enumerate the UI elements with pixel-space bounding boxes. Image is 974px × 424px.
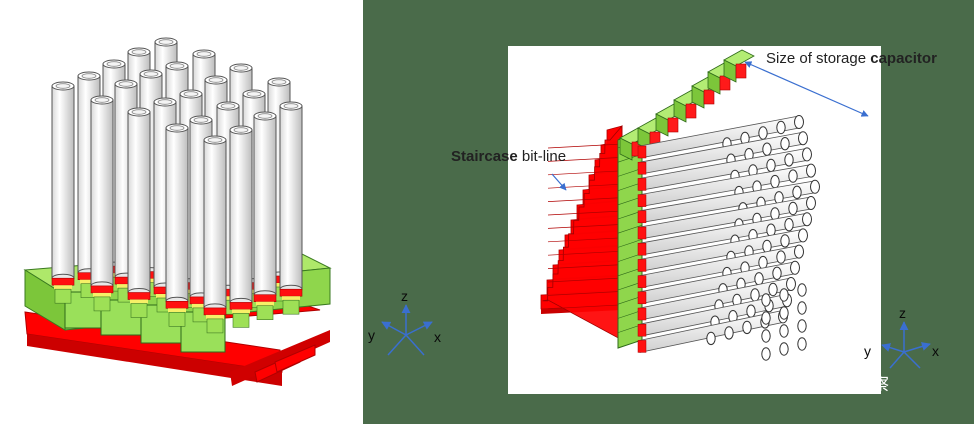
capacitor-size-arrow (744, 61, 869, 117)
capacitor-tube-row (637, 147, 812, 191)
capacitor-label-bold: capacitor (870, 50, 937, 67)
capacitor-tube-row (637, 115, 804, 159)
capacitor-ring-end (779, 288, 789, 302)
capacitor-cylinder (90, 95, 114, 312)
capacitor-tube-row (637, 179, 820, 224)
right-figure-staircase-dram (540, 49, 820, 361)
staircase-bitline-label: Staircase bit-line (451, 148, 566, 165)
watermark: 半导体行业观察 (736, 370, 889, 395)
capacitor-cylinder (229, 125, 253, 328)
left-figure-vertical-dram (23, 37, 332, 386)
capacitor-tube-row (637, 163, 816, 208)
capacitor-ring-end (779, 306, 789, 320)
capacitor-tube-row (637, 293, 792, 337)
green-step-block (723, 49, 755, 83)
capacitor-ring-end (797, 319, 807, 333)
capacitor-ring-end (779, 342, 789, 356)
capacitor-ring-end (797, 337, 807, 351)
capacitor-cylinder (51, 81, 75, 304)
capacitor-ring-end (779, 324, 789, 338)
staircase-label-rest: bit-line (517, 148, 567, 165)
right-axis-gizmo (881, 321, 931, 369)
left-axis-gizmo (381, 304, 433, 356)
capacitor-tube-row (637, 228, 808, 272)
capacitor-tube-row (637, 244, 804, 289)
left-capacitor-cylinders (51, 37, 303, 334)
capacitor-ring-end (761, 347, 771, 361)
left-axis-z-label: z (401, 288, 408, 304)
staircase-pointer-arrow (551, 173, 567, 191)
left-axis-y-label: y (368, 327, 375, 343)
capacitor-cylinder (203, 135, 227, 334)
capacitor-cylinder (253, 111, 277, 321)
wechat-icon (737, 373, 765, 391)
right-axis-x-label: x (932, 343, 939, 359)
capacitor-ring-end (761, 311, 771, 325)
capacitor-cylinder (279, 101, 303, 315)
left-axis-x-label: x (434, 329, 441, 345)
staircase-bitline (540, 49, 755, 349)
capacitor-ring-end (797, 283, 807, 297)
capacitor-size-label: Size of storage capacitor (766, 50, 937, 67)
capacitor-tube-row (637, 277, 796, 321)
capacitor-tube-row (637, 196, 816, 240)
capacitor-cylinder (165, 123, 189, 327)
watermark-text: 半导体行业观察 (770, 375, 889, 395)
right-axis-y-label: y (864, 343, 871, 359)
capacitor-cylinder (127, 107, 151, 318)
capacitor-ring-end (761, 293, 771, 307)
capacitor-label-prefix: Size of storage (766, 50, 871, 67)
staircase-label-bold: Staircase (451, 148, 518, 165)
right-axis-z-label: z (899, 305, 906, 321)
capacitor-ring-end (797, 301, 807, 315)
horizontal-capacitor-rows (637, 115, 820, 361)
capacitor-tube-row (637, 131, 808, 175)
capacitor-ring-end (761, 329, 771, 343)
